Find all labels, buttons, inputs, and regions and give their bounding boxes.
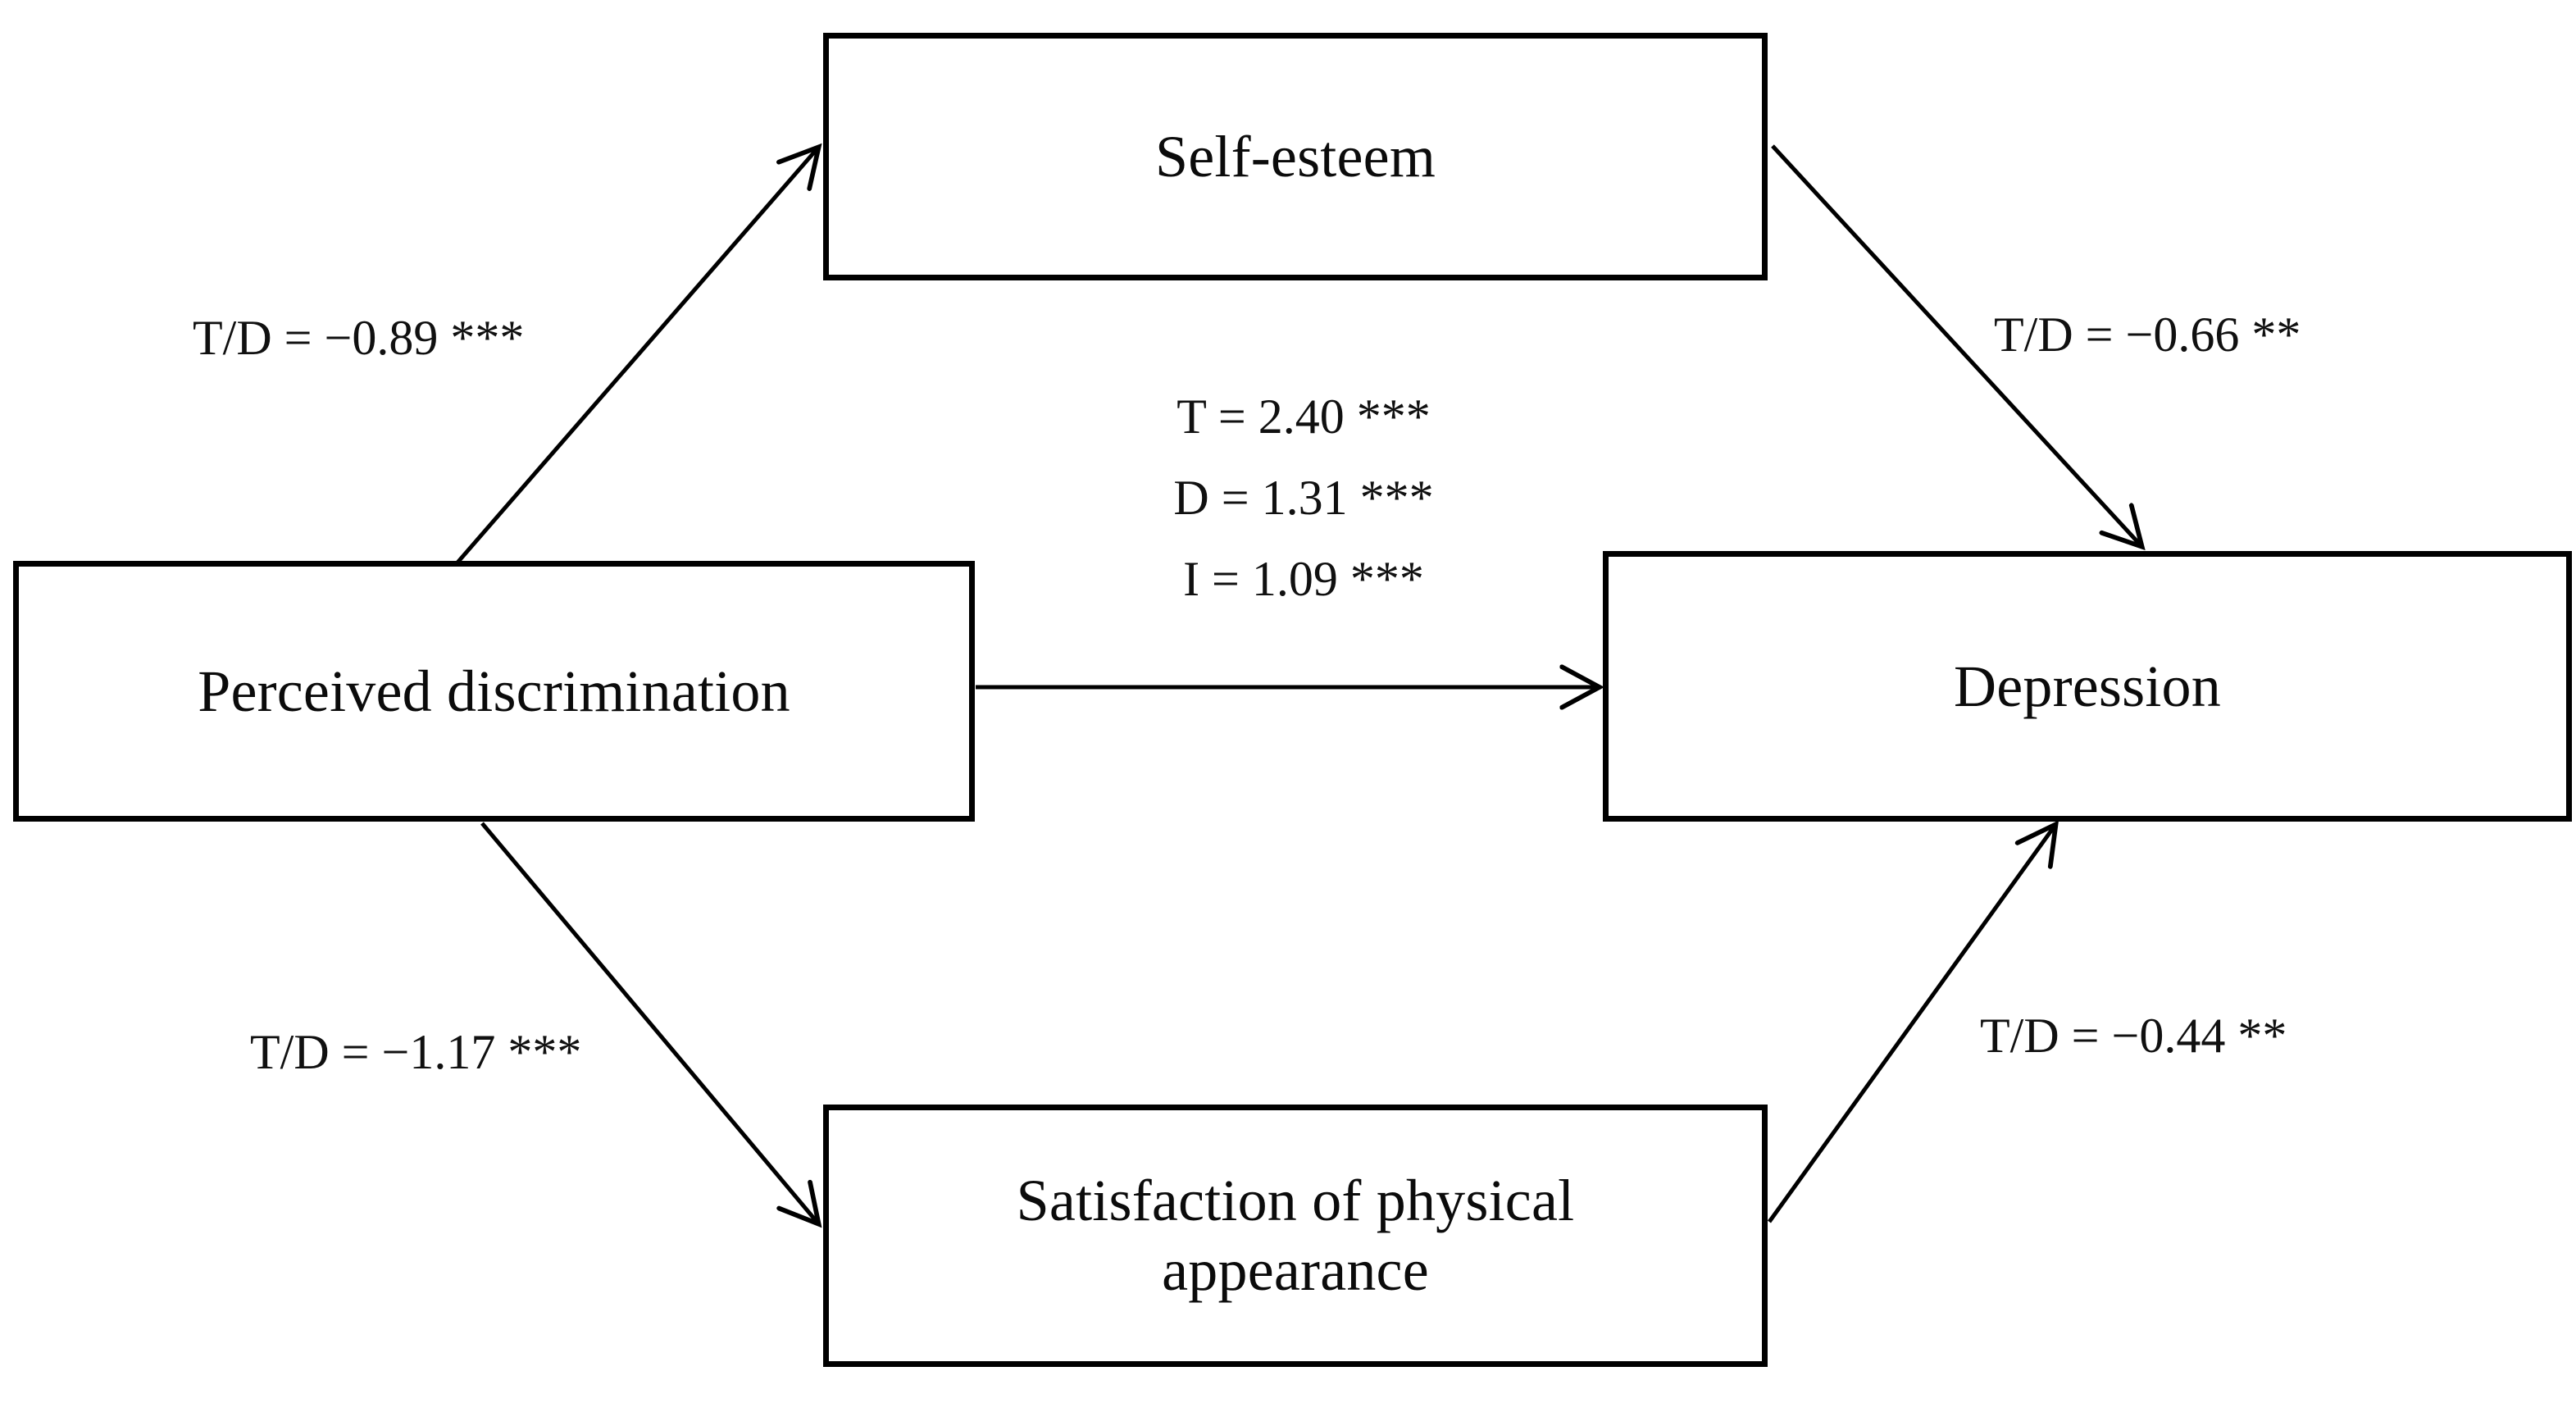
node-depression: Depression [1603, 551, 2572, 822]
edge-perceived-to-self-esteem [456, 148, 818, 564]
node-depression-label: Depression [1954, 653, 2221, 719]
node-satisfaction-of-physical-appearance: Satisfaction of physical appearance [823, 1105, 1768, 1367]
edge-label-satisfaction-to-depression: T/D = −0.44 ** [1980, 1009, 2287, 1063]
edge-label-self-esteem-to-depression: T/D = −0.66 ** [1994, 307, 2301, 362]
edge-perceived-to-satisfaction [480, 822, 818, 1223]
edge-self-esteem-to-depression [1771, 144, 2141, 546]
center-effect-labels: T = 2.40 *** D = 1.31 *** I = 1.09 *** [1131, 385, 1476, 610]
node-satisfaction-label: Satisfaction of physical appearance [1016, 1168, 1575, 1303]
edge-label-perceived-to-self-esteem: T/D = −0.89 *** [193, 311, 525, 365]
indirect-effect-label: I = 1.09 *** [1183, 551, 1424, 606]
total-effect-label: T = 2.40 *** [1176, 389, 1431, 444]
node-self-esteem-label: Self-esteem [1154, 123, 1436, 189]
edge-satisfaction-to-depression [1767, 825, 2055, 1223]
edge-label-perceived-to-satisfaction: T/D = −1.17 *** [250, 1025, 582, 1079]
node-perceived-discrimination: Perceived discrimination [13, 561, 975, 822]
direct-effect-label: D = 1.31 *** [1173, 470, 1434, 525]
node-perceived-discrimination-label: Perceived discrimination [198, 658, 790, 724]
node-self-esteem: Self-esteem [823, 33, 1768, 280]
